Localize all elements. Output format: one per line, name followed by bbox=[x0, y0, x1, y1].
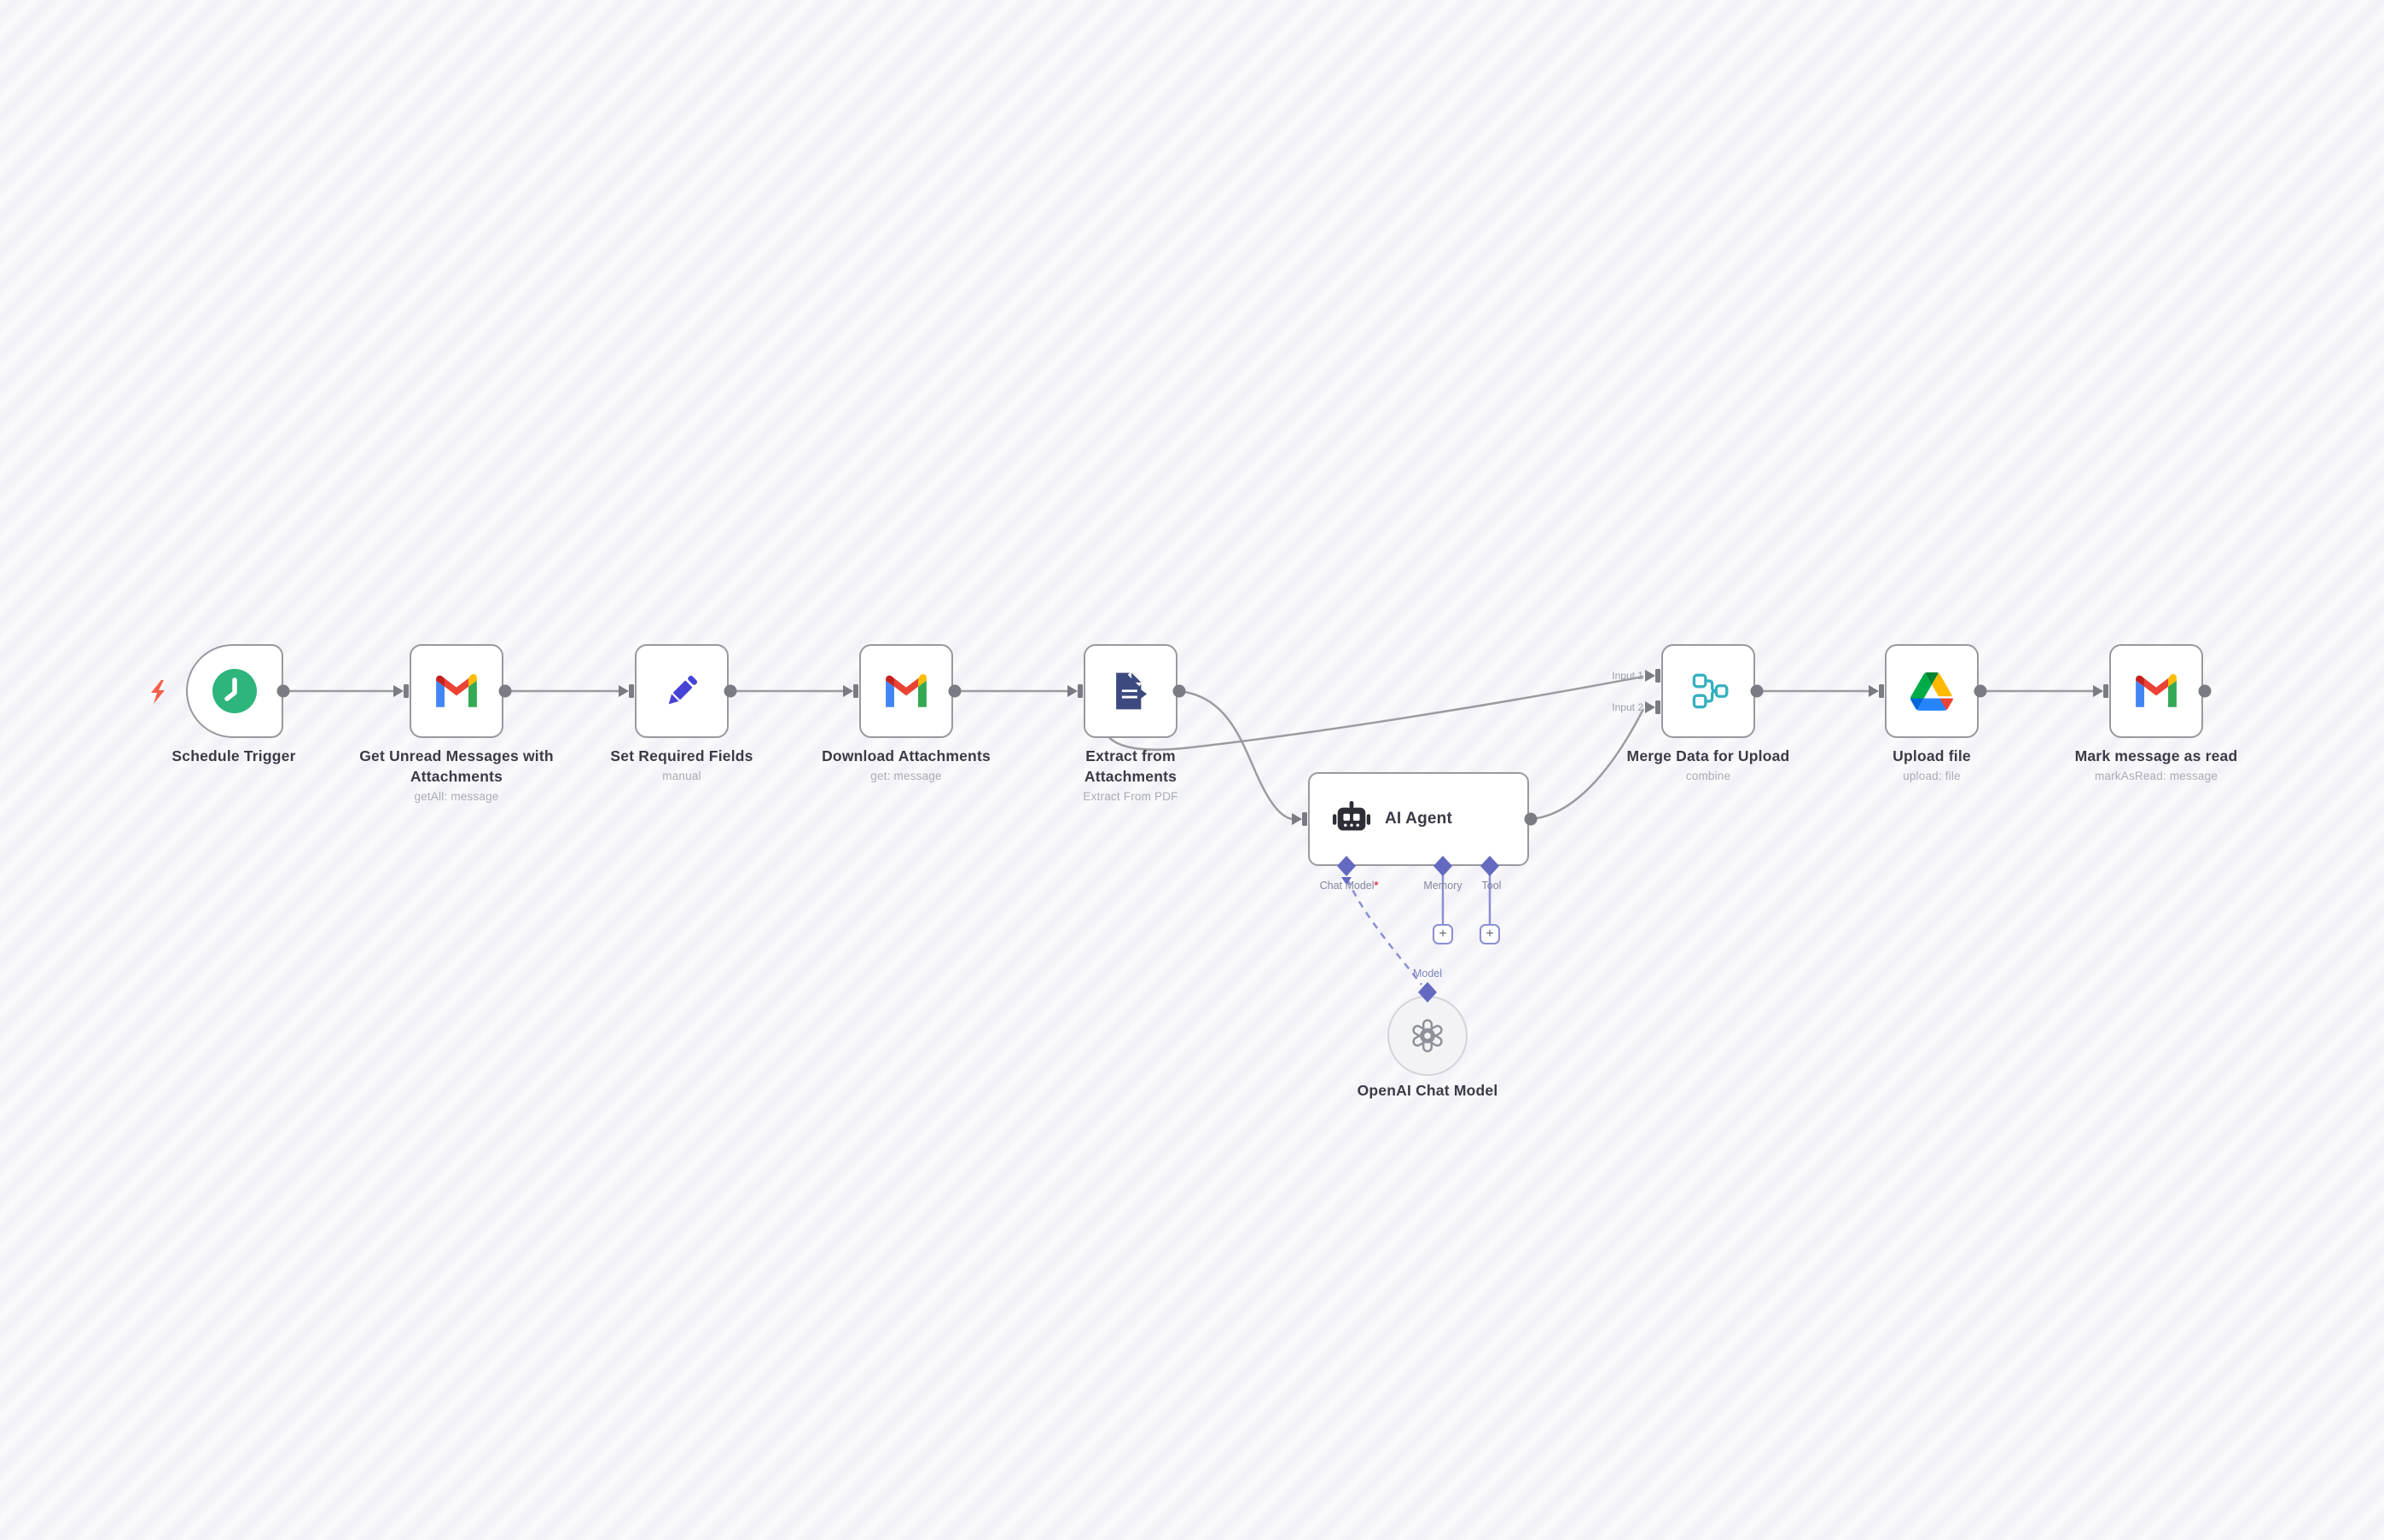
node-ai-agent[interactable]: AI Agent bbox=[1308, 772, 1529, 866]
required-asterisk: * bbox=[1374, 880, 1379, 892]
robot-icon bbox=[1332, 800, 1371, 831]
node-label-set-fields: Set Required Fields manual bbox=[554, 746, 810, 782]
input-arrow[interactable] bbox=[1067, 684, 1083, 698]
connection-extract-merge-input1 bbox=[1101, 675, 1644, 751]
node-subtitle: manual bbox=[662, 770, 701, 782]
node-label-download: Download Attachments get: message bbox=[778, 746, 1034, 782]
node-title: Download Attachments bbox=[822, 747, 991, 764]
node-label-get-unread: Get Unread Messages with Attachments get… bbox=[329, 746, 584, 803]
output-endpoint[interactable] bbox=[1172, 684, 1186, 698]
output-endpoint[interactable] bbox=[1524, 812, 1538, 826]
node-title: Upload file bbox=[1893, 747, 1971, 764]
output-endpoint[interactable] bbox=[498, 684, 512, 698]
input-arrow[interactable] bbox=[2093, 684, 2108, 698]
clock-icon bbox=[212, 669, 257, 713]
input-arrow[interactable] bbox=[843, 684, 858, 698]
output-endpoint[interactable] bbox=[1750, 684, 1764, 698]
chat-model-port-arrow bbox=[1341, 877, 1352, 885]
node-title: Extract from Attachments bbox=[1084, 747, 1177, 785]
ai-port-diamonds[interactable] bbox=[1337, 856, 1499, 1002]
input-arrow[interactable] bbox=[1292, 812, 1307, 826]
node-title: Mark message as read bbox=[2074, 747, 2238, 764]
input-arrow-merge-2[interactable] bbox=[1645, 700, 1660, 714]
node-title: Merge Data for Upload bbox=[1626, 747, 1790, 764]
input-endpoints[interactable] bbox=[393, 669, 2108, 826]
merge-input2-label: Input 2 bbox=[1612, 701, 1643, 713]
memory-port-diamond[interactable] bbox=[1433, 856, 1452, 876]
node-mark-message-read[interactable] bbox=[2109, 644, 2203, 738]
output-endpoint[interactable] bbox=[2198, 684, 2212, 698]
node-merge-data[interactable] bbox=[1661, 644, 1755, 738]
connection-extract-aiagent bbox=[1178, 689, 1293, 821]
node-subtitle: combine bbox=[1685, 770, 1731, 782]
node-title: Schedule Trigger bbox=[172, 747, 296, 764]
node-subtitle: markAsRead: message bbox=[2094, 770, 2218, 782]
node-label-openai: OpenAI Chat Model bbox=[1300, 1080, 1555, 1101]
node-label-schedule: Schedule Trigger bbox=[106, 746, 362, 766]
node-subtitle: Extract From PDF bbox=[1083, 790, 1178, 803]
node-title: Set Required Fields bbox=[610, 747, 753, 764]
node-label-mark-read: Mark message as read markAsRead: message bbox=[2028, 746, 2284, 782]
node-title: Get Unread Messages with Attachments bbox=[359, 747, 554, 785]
file-export-icon bbox=[1116, 671, 1148, 710]
add-tool-button[interactable]: + bbox=[1480, 924, 1500, 944]
chat-model-port-diamond[interactable] bbox=[1337, 856, 1356, 876]
model-port-label: Model bbox=[1412, 968, 1443, 979]
node-label-upload: Upload file upload: file bbox=[1804, 746, 2060, 782]
output-endpoint[interactable] bbox=[1974, 684, 1987, 698]
merge-icon bbox=[1692, 673, 1729, 709]
tool-port-label: Tool bbox=[1481, 880, 1502, 892]
tool-port-diamond[interactable] bbox=[1480, 856, 1499, 876]
gmail-icon bbox=[886, 674, 927, 707]
output-endpoints[interactable] bbox=[276, 684, 2212, 826]
input-arrow[interactable] bbox=[393, 684, 409, 698]
gmail-icon bbox=[2136, 674, 2177, 707]
node-subtitle: get: message bbox=[870, 770, 942, 782]
output-endpoint[interactable] bbox=[948, 684, 962, 698]
pencil-icon bbox=[668, 675, 698, 705]
trigger-bolt-icon bbox=[151, 680, 165, 704]
input-arrow[interactable] bbox=[1869, 684, 1884, 698]
add-memory-button[interactable]: + bbox=[1433, 924, 1453, 944]
node-schedule-trigger[interactable] bbox=[186, 644, 283, 738]
google-drive-icon bbox=[1910, 671, 1953, 711]
node-subtitle: getAll: message bbox=[414, 790, 499, 803]
input-arrow[interactable] bbox=[619, 684, 634, 698]
node-label-extract: Extract from Attachments Extract From PD… bbox=[1003, 746, 1259, 803]
memory-port-label: Memory bbox=[1423, 880, 1462, 892]
output-endpoint[interactable] bbox=[724, 684, 737, 698]
openai-icon bbox=[1412, 1019, 1443, 1053]
node-label-merge: Merge Data for Upload combine bbox=[1580, 746, 1836, 782]
merge-input1-label: Input 1 bbox=[1612, 670, 1643, 682]
node-extract-from-attachments[interactable] bbox=[1084, 644, 1177, 738]
gmail-icon bbox=[436, 674, 477, 707]
connection-aiagent-merge-input2 bbox=[1530, 708, 1645, 821]
node-get-unread-messages[interactable] bbox=[410, 644, 503, 738]
node-subtitle: upload: file bbox=[1903, 770, 1961, 782]
input-arrow-merge-1[interactable] bbox=[1645, 669, 1660, 683]
node-title: AI Agent bbox=[1385, 810, 1453, 828]
node-download-attachments[interactable] bbox=[859, 644, 953, 738]
node-set-required-fields[interactable] bbox=[635, 644, 729, 738]
ai-chatmodel-dashed-line bbox=[1346, 878, 1422, 985]
output-endpoint[interactable] bbox=[276, 684, 290, 698]
chat-model-port-label: Chat Model* bbox=[1319, 880, 1379, 892]
openai-model-port-diamond[interactable] bbox=[1418, 982, 1437, 1002]
node-title: OpenAI Chat Model bbox=[1357, 1082, 1498, 1099]
